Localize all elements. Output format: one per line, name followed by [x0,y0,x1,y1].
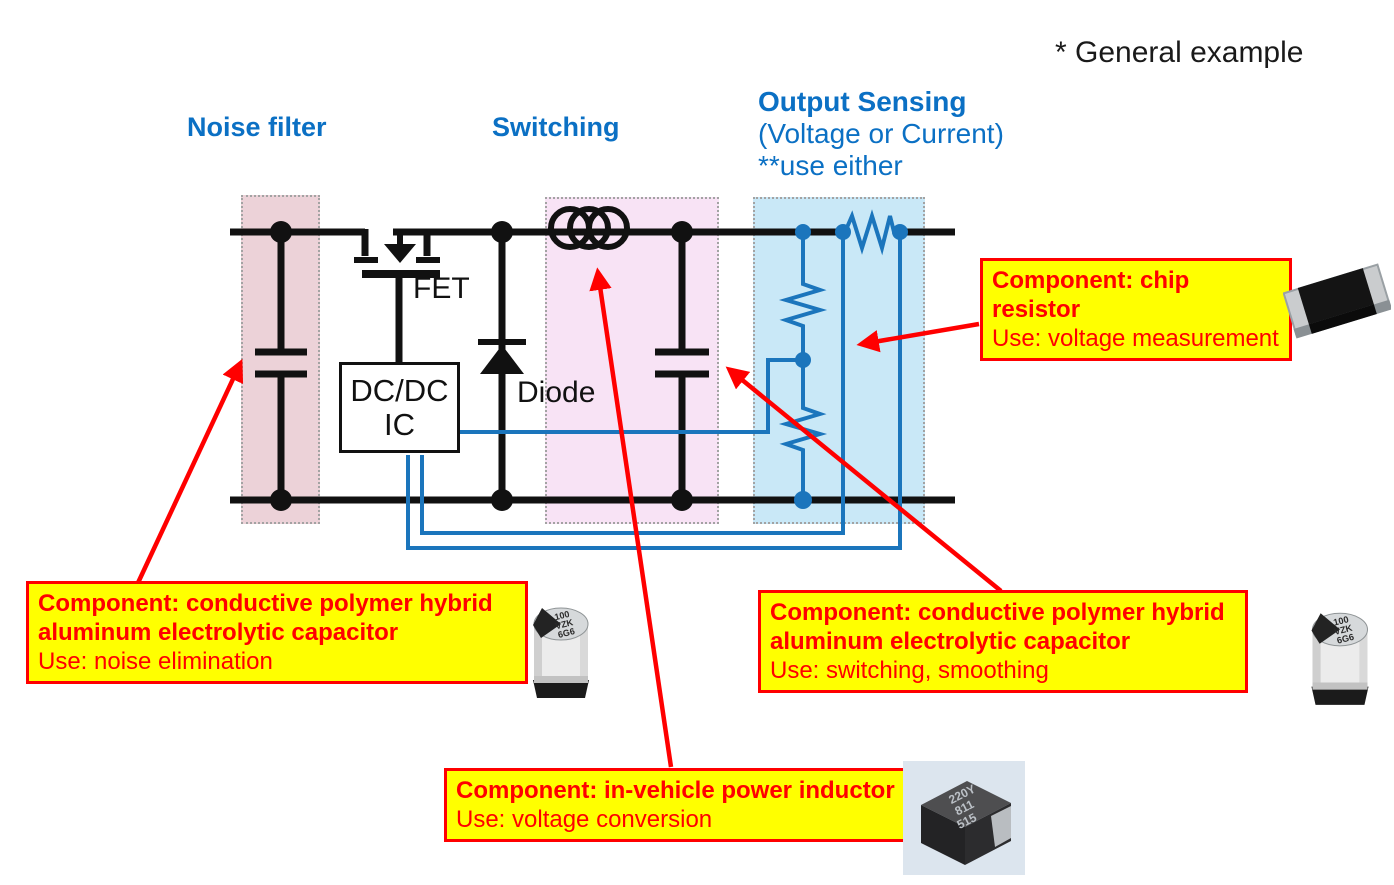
current-sense-resistor [843,209,898,256]
callout-chip-resistor-component: Component: chip resistor [992,267,1190,323]
feedback-wires [406,209,902,550]
callout-chip-resistor: Component: chip resistor Use: voltage me… [980,258,1292,361]
callout-noise-capacitor-component: Component: conductive polymer hybrid alu… [38,590,493,646]
chip-resistor-photo [1283,263,1391,339]
capacitor-polarity-wedge [533,608,561,638]
fet-label: FET [413,272,470,305]
freewheel-diode-symbol [478,232,526,500]
callout-power-inductor: Component: in-vehicle power inductor Use… [444,768,911,842]
arrow-chip-resistor [856,321,980,353]
power-rails [230,228,955,504]
general-example-note: * General example [1055,36,1304,69]
dcdc-ic-label-line1: DC/DC [350,372,449,408]
blue-junction-dots [794,224,908,509]
fet-arrow [384,244,416,263]
inductor-terminal [991,806,1011,847]
callout-chip-resistor-use: Use: voltage measurement [992,325,1279,352]
callout-smoothing-capacitor-use: Use: switching, smoothing [770,657,1049,684]
output-sensing-note: **use either [758,150,903,181]
electrolytic-capacitor-photo-right: 100 VZK 6G6 [1311,612,1369,705]
feedback-wire-low2 [406,236,902,550]
dcdc-ic-label-line2: IC [384,406,415,442]
noise-filter-header: Noise filter [187,112,327,142]
output-sensing-subtitle: (Voltage or Current) [758,118,1004,149]
output-capacitor-symbol [655,232,709,500]
feedback-wire-mid [460,358,800,434]
svg-text:100: 100 [553,609,570,622]
callout-power-inductor-component: Component: in-vehicle power inductor [456,777,895,804]
callout-smoothing-capacitor: Component: conductive polymer hybrid alu… [758,590,1248,693]
svg-text:100: 100 [1332,614,1349,627]
svg-text:VZK: VZK [554,617,574,631]
capacitor-polarity-wedge [1311,613,1340,644]
diode-label: Diode [517,376,596,409]
dcdc-ic-box: DC/DC IC [339,362,460,453]
svg-text:6G6: 6G6 [557,626,576,640]
switching-region [545,197,719,524]
switching-header: Switching [492,112,620,142]
feedback-wire-low1 [420,236,845,535]
output-sensing-header: Output Sensing (Voltage or Current) **us… [758,86,1004,182]
callout-power-inductor-use: Use: voltage conversion [456,806,713,833]
callout-smoothing-capacitor-component: Component: conductive polymer hybrid alu… [770,599,1225,655]
svg-text:VZK: VZK [1333,623,1354,637]
callout-arrows [134,267,1003,768]
fet-symbol [354,229,440,364]
output-sensing-title: Output Sensing [758,86,967,117]
power-inductor-photo: 220Y 811 515 [903,761,1025,875]
svg-text:6G6: 6G6 [1336,632,1355,646]
callout-noise-capacitor: Component: conductive polymer hybrid alu… [26,581,528,684]
arrow-power-inductor [589,267,674,768]
arrow-noise-capacitor [134,358,244,586]
input-capacitor-symbol [255,232,307,500]
arrow-smoothing-capacitor [725,366,1003,593]
electrolytic-capacitor-photo-left: 100 VZK 6G6 [533,607,589,698]
junction-dots [270,221,693,511]
callout-noise-capacitor-use: Use: noise elimination [38,648,273,675]
inductor-symbol [548,206,630,250]
